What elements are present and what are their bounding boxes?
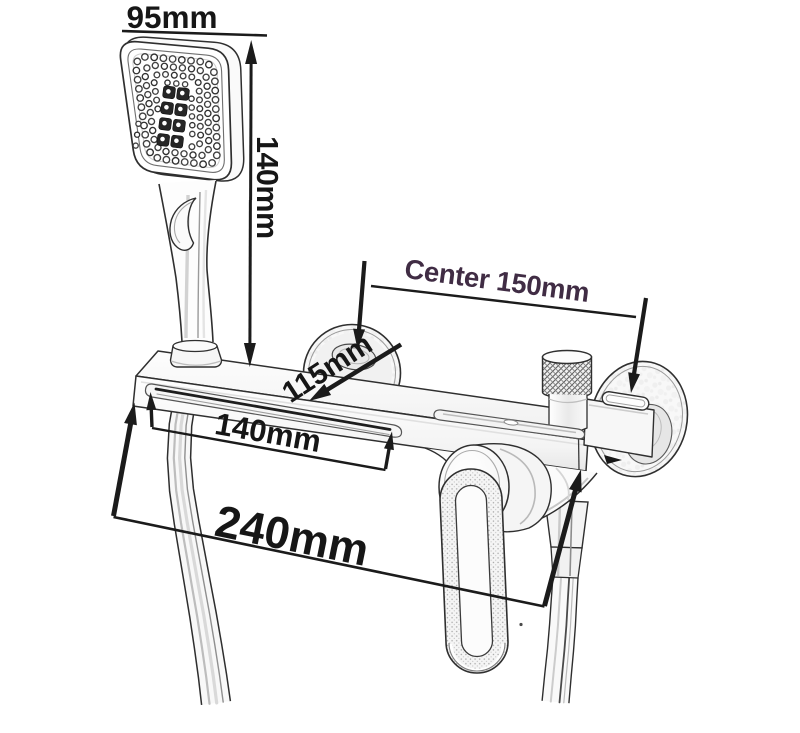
wall-adapter-right	[583, 391, 655, 464]
dim-head-height-label: 140mm	[250, 136, 284, 239]
dim-head-width: 95mm	[121, 0, 268, 37]
dim-head-width-label: 95mm	[126, 0, 217, 35]
dim-center-line	[370, 284, 637, 319]
stray-dot	[519, 622, 523, 627]
shower-handle	[158, 180, 223, 368]
dim-overall-line	[113, 515, 545, 608]
hand-shower	[119, 36, 245, 368]
loop-handle	[439, 468, 509, 674]
nozzle-dots	[132, 52, 221, 169]
diverter-knob	[541, 349, 593, 434]
dim-overall-width-label: 240mm	[211, 495, 373, 576]
dim-head-height: 140mm	[243, 40, 284, 367]
dim-slot-line	[151, 426, 386, 472]
top-groove	[433, 409, 586, 440]
handle-cone	[169, 339, 223, 368]
waterfall-slot	[144, 383, 403, 438]
shower-hose-right	[541, 575, 579, 704]
dim-head-width-line	[121, 29, 268, 37]
center-nozzles	[156, 85, 190, 149]
